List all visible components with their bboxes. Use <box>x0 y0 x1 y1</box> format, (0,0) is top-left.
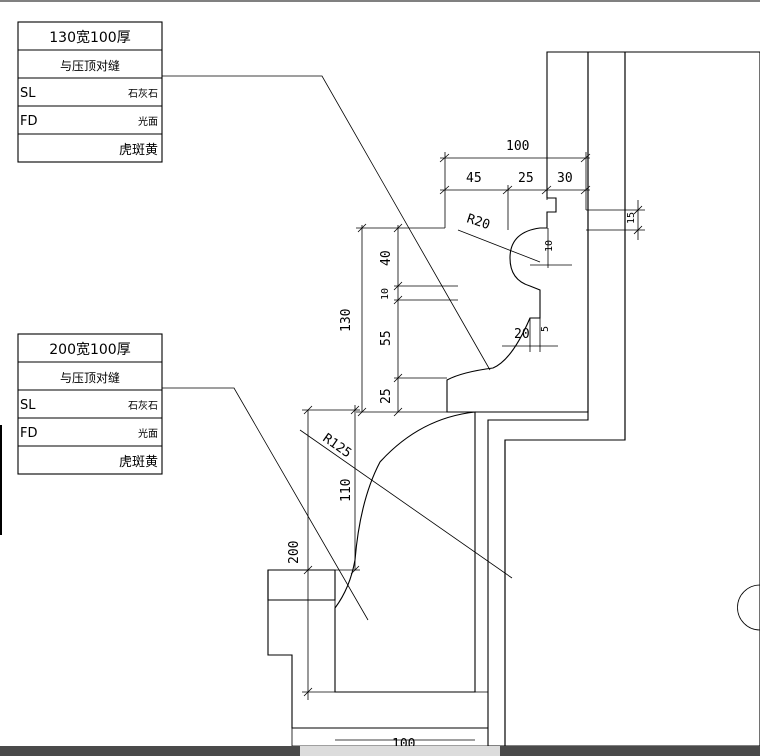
coping-stone-lower <box>334 411 476 693</box>
dim-100-top <box>439 152 591 228</box>
table-top-row2-code: FD <box>20 114 38 129</box>
table-bottom-title: 200宽100厚 <box>49 341 130 358</box>
dim-label-5: 5 <box>540 326 551 332</box>
dim-label-55: 55 <box>379 330 394 346</box>
inner-outline <box>267 570 488 729</box>
dim-45-25-30 <box>439 185 591 230</box>
dim-label-r125: R125 <box>320 431 354 461</box>
mortar-bottom-layer <box>267 599 489 747</box>
table-top-subtitle: 与压顶对缝 <box>60 58 120 73</box>
dim-label-200: 200 <box>287 541 302 564</box>
leader-bottom <box>162 387 369 621</box>
dim-label-10-right: 10 <box>544 240 555 252</box>
table-top-footer: 虎斑黄 <box>119 143 158 158</box>
dim-130-chain <box>356 223 458 417</box>
material-table-bottom: 200宽100厚 与压顶对缝 SL 石灰石 FD 光面 虎斑黄 <box>17 333 163 475</box>
left-wall-hatch <box>267 569 336 601</box>
mortar-layer <box>487 51 626 747</box>
dim-label-45: 45 <box>466 171 482 186</box>
dim-20-5 <box>502 318 558 352</box>
dim-label-40: 40 <box>379 250 394 266</box>
dim-label-30: 30 <box>557 171 573 186</box>
structure-hatch-region <box>504 51 760 747</box>
coping-stone-upper <box>446 51 589 413</box>
dim-110-200 <box>302 405 360 697</box>
dim-label-15: 15 <box>626 212 637 224</box>
dim-15 <box>586 200 645 240</box>
table-top-title: 130宽100厚 <box>49 29 130 46</box>
r20-radius-line <box>457 229 541 263</box>
r125-radius-line <box>299 429 513 579</box>
table-bottom-row2-value: 光面 <box>138 427 158 440</box>
table-bottom-footer: 虎斑黄 <box>119 455 158 470</box>
dim-label-10-left: 10 <box>380 288 391 300</box>
table-bottom-subtitle: 与压顶对缝 <box>60 370 120 385</box>
dim-label-20: 20 <box>514 327 530 342</box>
table-bottom-row2-code: FD <box>20 426 38 441</box>
table-top-row2-value: 光面 <box>138 115 158 128</box>
status-bar-segment <box>300 746 500 756</box>
table-bottom-row1-value: 石灰石 <box>128 399 158 412</box>
status-bar <box>0 746 760 756</box>
table-bottom-row1-code: SL <box>20 398 36 413</box>
dim-label-25-left: 25 <box>379 388 394 404</box>
table-top-row1-value: 石灰石 <box>128 87 158 100</box>
dim-10-right <box>530 228 572 268</box>
dim-label-130: 130 <box>339 309 354 332</box>
dim-label-100-top: 100 <box>506 139 529 154</box>
material-table-top: 130宽100厚 与压顶对缝 SL 石灰石 FD 光面 虎斑黄 <box>17 21 163 163</box>
dim-label-25-top: 25 <box>518 171 534 186</box>
table-top-row1-code: SL <box>20 86 36 101</box>
dim-label-r20: R20 <box>465 212 492 234</box>
dim-label-110: 110 <box>339 479 354 502</box>
right-edge-circle <box>737 584 760 631</box>
leader-top <box>162 75 491 371</box>
